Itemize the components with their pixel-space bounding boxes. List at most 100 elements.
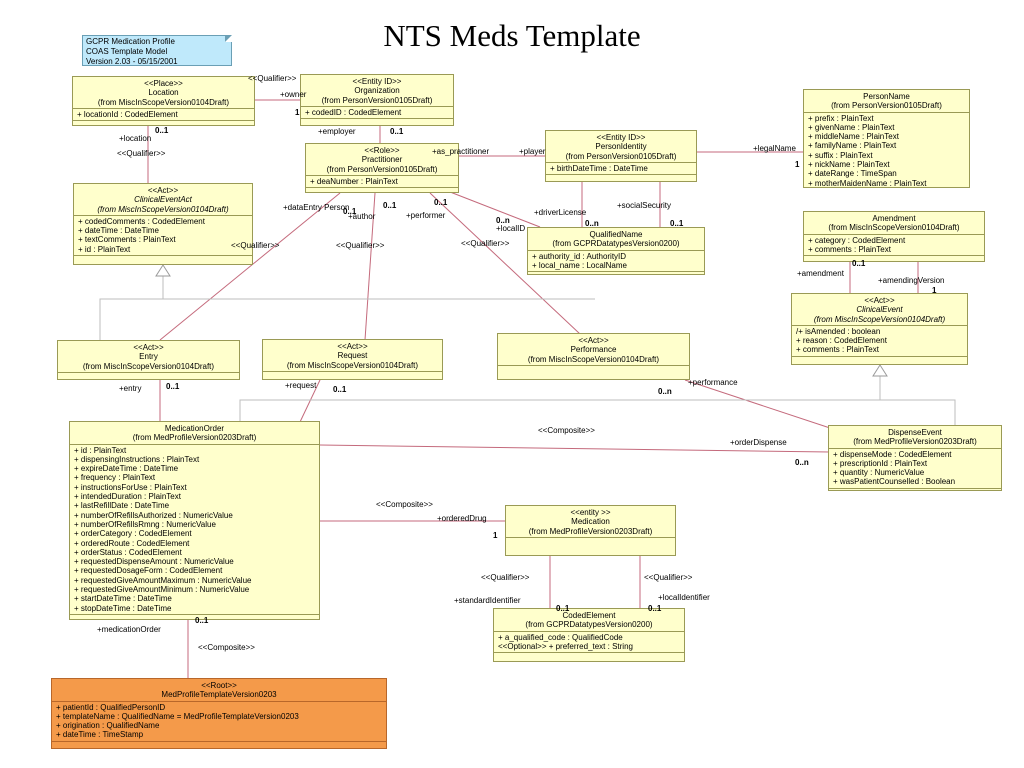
- multiplicity-label: 1: [932, 286, 937, 295]
- class-medication-order[interactable]: MedicationOrder (from MedProfileVersion0…: [69, 421, 320, 620]
- class-attribute: + id : PlainText: [74, 445, 127, 455]
- class-attribute: + a_qualified_code : QualifiedCode: [498, 632, 623, 642]
- class-package: (from MiscInScopeVersion0104Draft): [82, 361, 215, 371]
- class-root-template[interactable]: <<Root>> MedProfileTemplateVersion0203 +…: [51, 678, 387, 749]
- class-location[interactable]: <<Place>> Location (from MiscInScopeVers…: [72, 76, 255, 126]
- class-attribute: + motherMaidenName : PlainText: [808, 178, 927, 188]
- class-practitioner[interactable]: <<Role>> Practitioner (from PersonVersio…: [305, 143, 459, 193]
- qualifier-label: <<Qualifier>>: [481, 573, 530, 582]
- class-package: (from PersonVersion0105Draft): [321, 95, 433, 105]
- class-attribute: + suffix : PlainText: [808, 150, 873, 160]
- class-package: (from MedProfileVersion0203Draft): [132, 433, 257, 443]
- class-name: Entry: [139, 352, 158, 362]
- class-name: Request: [337, 351, 368, 361]
- class-dispense-event[interactable]: DispenseEvent (from MedProfileVersion020…: [828, 425, 1002, 491]
- entry-role-label: +entry: [119, 384, 142, 393]
- composite-label: <<Composite>>: [376, 500, 433, 509]
- multiplicity-label: 0..1: [648, 604, 662, 613]
- multiplicity-label: 0..1: [556, 604, 570, 613]
- class-name: MedProfileTemplateVersion0203: [161, 690, 277, 700]
- standard-identifier-role-label: +standardIdentifier: [454, 596, 521, 605]
- class-package: (from MiscInScopeVersion0104Draft): [97, 97, 230, 107]
- request-role-label: +request: [285, 381, 317, 390]
- class-performance[interactable]: <<Act>> Performance (from MiscInScopeVer…: [497, 333, 690, 380]
- class-stereotype: <<Act>>: [133, 343, 164, 352]
- class-attribute: + codedComments : CodedElement: [78, 216, 205, 226]
- multiplicity-label: 1: [295, 108, 300, 117]
- multiplicity-label: 0..1: [852, 259, 866, 268]
- class-package: (from MiscInScopeVersion0104Draft): [527, 354, 660, 364]
- class-person-identity[interactable]: <<Entity ID>> PersonIdentity (from Perso…: [545, 130, 697, 182]
- class-name: ClinicalEvent: [856, 305, 903, 315]
- multiplicity-label: 0..1: [343, 207, 357, 216]
- qualifier-label: <<Qualifier>>: [336, 241, 385, 250]
- class-attribute: <<Optional>> + preferred_text : String: [498, 641, 633, 651]
- local-id-role-label: +localID: [496, 224, 526, 233]
- note-fold-corner: [225, 35, 232, 42]
- class-attribute: + quantity : NumericValue: [833, 468, 925, 478]
- class-attribute: + deaNumber : PlainText: [310, 176, 398, 186]
- class-attribute: + numberOfRefillsRmng : NumericValue: [74, 519, 216, 529]
- class-name: PersonName: [863, 92, 910, 101]
- class-attribute: + textComments : PlainText: [78, 235, 176, 245]
- class-entry[interactable]: <<Act>> Entry (from MiscInScopeVersion01…: [57, 340, 240, 380]
- class-attribute: + expireDateTime : DateTime: [74, 464, 179, 474]
- class-attribute: + dateTime : DateTime: [78, 226, 159, 236]
- class-package: (from MedProfileVersion0203Draft): [853, 437, 977, 447]
- class-attribute: + prescriptionId : PlainText: [833, 458, 928, 468]
- class-attribute: /+ isAmended : boolean: [796, 326, 881, 336]
- class-stereotype: <<entity >>: [570, 508, 611, 517]
- class-attribute: + templateName : QualifiedName = MedProf…: [56, 711, 299, 721]
- class-package: (from MiscInScopeVersion0104Draft): [97, 204, 229, 214]
- class-stereotype: <<Act>>: [147, 186, 179, 195]
- class-package: (from MiscInScopeVersion0104Draft): [828, 223, 960, 233]
- class-name: DispenseEvent: [888, 428, 942, 437]
- class-organization[interactable]: <<Entity ID>> Organization (from PersonV…: [300, 74, 454, 126]
- version-note: GCPR Medication Profile COAS Template Mo…: [82, 35, 232, 66]
- class-clinical-event[interactable]: <<Act>> ClinicalEvent (from MiscInScopeV…: [791, 293, 968, 365]
- class-package: (from MiscInScopeVersion0104Draft): [286, 360, 419, 370]
- class-attribute: + dateRange : TimeSpan: [808, 169, 897, 179]
- multiplicity-label: 0..n: [658, 387, 672, 396]
- class-package: (from PersonVersion0105Draft): [565, 151, 677, 161]
- class-attribute: + patientId : QualifiedPersonID: [56, 702, 166, 712]
- class-package: (from GCPRDatatypesVersion0200): [525, 620, 653, 630]
- class-attribute: + orderStatus : CodedElement: [74, 547, 182, 557]
- data-entry-person-role-label: +dataEntry Person: [283, 203, 350, 212]
- class-attribute: + requestedGiveAmountMinimum : NumericVa…: [74, 585, 250, 595]
- multiplicity-label: 1: [493, 531, 498, 540]
- class-name: PersonIdentity: [595, 142, 647, 152]
- class-amendment[interactable]: Amendment (from MiscInScopeVersion0104Dr…: [803, 211, 985, 262]
- multiplicity-label: 0..1: [390, 127, 404, 136]
- class-attribute: + instructionsForUse : PlainText: [74, 482, 187, 492]
- class-attribute: + birthDateTime : DateTime: [550, 163, 648, 173]
- ordered-drug-role-label: +orderedDrug: [437, 514, 487, 523]
- multiplicity-label: 0..1: [195, 616, 209, 625]
- class-clinical-event-act[interactable]: <<Act>> ClinicalEventAct (from MiscInSco…: [73, 183, 253, 265]
- class-medication[interactable]: <<entity >> Medication (from MedProfileV…: [505, 505, 676, 556]
- class-stereotype: <<Act>>: [864, 296, 895, 305]
- class-attribute: + origination : QualifiedName: [56, 721, 160, 731]
- class-package: (from MedProfileVersion0203Draft): [528, 526, 653, 536]
- multiplicity-label: 0..1: [434, 198, 448, 207]
- class-attribute: + wasPatientCounselled : Boolean: [833, 477, 956, 487]
- multiplicity-label: 0..1: [383, 201, 397, 210]
- multiplicity-label: 0..n: [496, 216, 510, 225]
- qualifier-label: <<Qualifier>>: [117, 149, 166, 158]
- class-request[interactable]: <<Act>> Request (from MiscInScopeVersion…: [262, 339, 443, 380]
- class-coded-element[interactable]: CodedElement (from GCPRDatatypesVersion0…: [493, 608, 685, 662]
- class-person-name[interactable]: PersonName (from PersonVersion0105Draft)…: [803, 89, 970, 188]
- social-security-role-label: +socialSecurity: [617, 201, 672, 210]
- class-attribute: + nickName : PlainText: [808, 160, 890, 170]
- class-stereotype: <<Entity ID>>: [596, 133, 646, 142]
- composite-label: <<Composite>>: [538, 426, 595, 435]
- qualifier-label: <<Qualifier>>: [248, 74, 297, 83]
- class-name: Organization: [354, 86, 400, 96]
- class-attribute: + local_name : LocalName: [532, 260, 627, 270]
- class-attribute: + dispenseMode : CodedElement: [833, 449, 952, 459]
- multiplicity-label: 0..1: [670, 219, 684, 228]
- class-qualified-name[interactable]: QualifiedName (from GCPRDatatypesVersion…: [527, 227, 705, 275]
- class-attribute: + lastRefillDate : DateTime: [74, 501, 170, 511]
- class-name: Practitioner: [361, 155, 403, 165]
